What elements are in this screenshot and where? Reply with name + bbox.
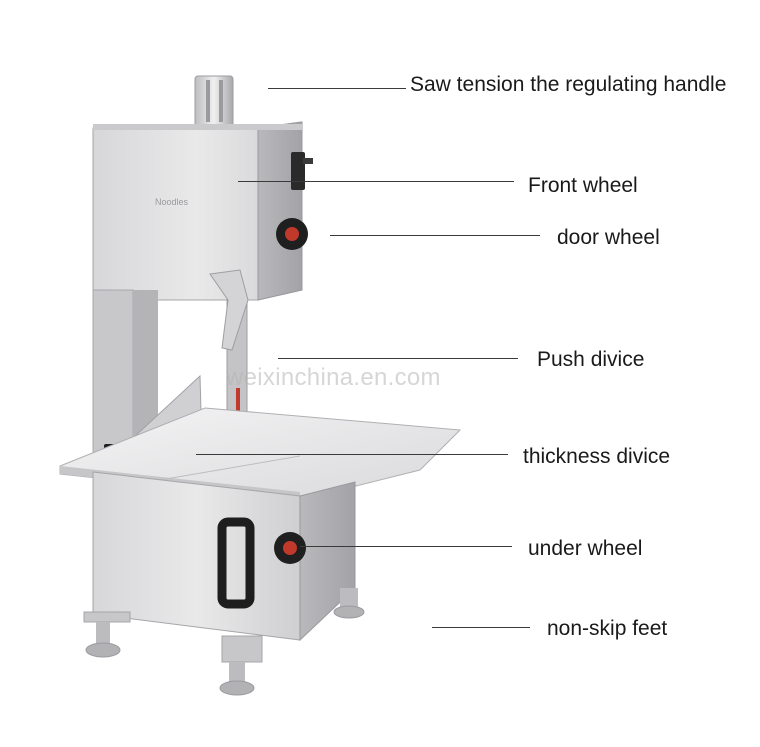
under-wheel-knob [274, 532, 306, 564]
door-wheel-knob [276, 218, 308, 250]
label-front-wheel: Front wheel [528, 174, 638, 197]
leader-front-wheel [238, 181, 514, 182]
leader-push-device [278, 358, 518, 359]
upper-housing: Noodles [92, 121, 303, 301]
watermark: weixinchina.en.com [226, 364, 441, 391]
leader-feet [432, 627, 530, 628]
leader-door-wheel [330, 235, 540, 236]
leader-tension-handle [268, 88, 406, 89]
leader-under-wheel [300, 546, 512, 547]
tension-handle [194, 75, 234, 127]
door-latch [291, 152, 313, 190]
label-under-wheel: under wheel [528, 537, 643, 560]
label-door-wheel: door wheel [557, 226, 660, 249]
label-thickness-device: thickness divice [523, 445, 671, 468]
svg-text:Noodles: Noodles [155, 197, 189, 207]
non-skip-feet [83, 588, 365, 696]
leader-thickness-device [196, 454, 508, 455]
label-push-device: Push divice [537, 348, 645, 371]
label-feet: non-skip feet [547, 617, 668, 640]
label-tension-handle: Saw tension the regulating handle [410, 73, 727, 96]
lower-cabinet [92, 471, 356, 642]
